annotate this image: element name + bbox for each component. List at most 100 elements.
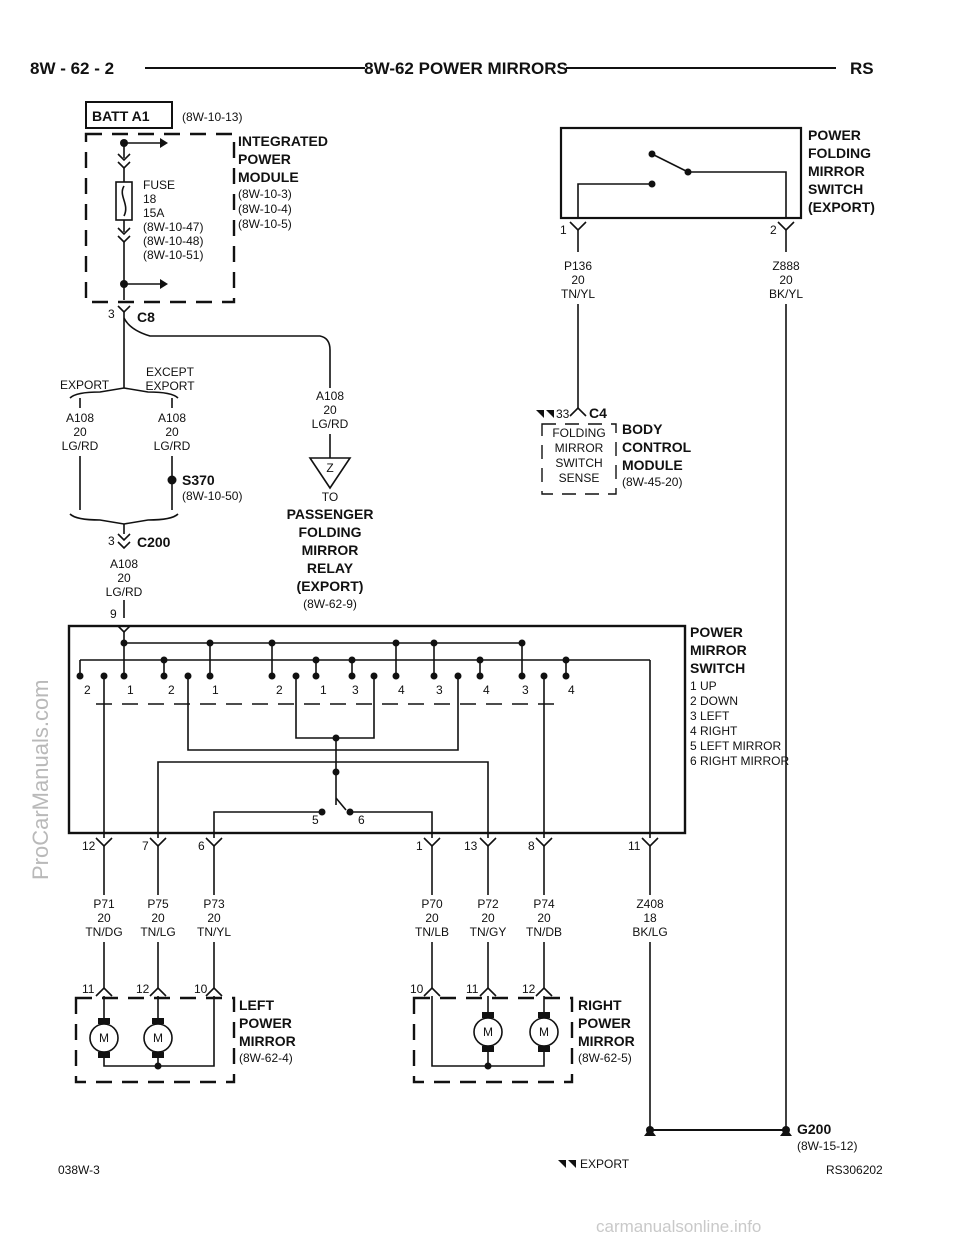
svg-text:TN/YL: TN/YL xyxy=(561,287,595,301)
svg-text:MIRROR: MIRROR xyxy=(239,1033,296,1049)
svg-text:BK/LG: BK/LG xyxy=(632,925,667,939)
wire-a108-mid: A108 20 LG/RD xyxy=(154,411,191,453)
svg-text:20: 20 xyxy=(537,911,551,925)
svg-text:20: 20 xyxy=(425,911,439,925)
svg-text:20: 20 xyxy=(571,273,585,287)
svg-text:(8W-10-48): (8W-10-48) xyxy=(143,234,203,248)
svg-text:Z888: Z888 xyxy=(772,259,800,273)
svg-text:A108: A108 xyxy=(66,411,94,425)
batt-box xyxy=(85,101,173,129)
svg-text:2: 2 xyxy=(276,683,283,697)
header-title: 8W-62 POWER MIRRORS xyxy=(364,59,568,78)
svg-text:20: 20 xyxy=(165,425,179,439)
svg-text:20: 20 xyxy=(207,911,221,925)
svg-text:LG/RD: LG/RD xyxy=(62,439,99,453)
svg-text:M: M xyxy=(99,1031,109,1045)
c200-pin: 3 xyxy=(108,534,115,548)
branch-export: EXPORT xyxy=(60,378,110,392)
svg-text:18: 18 xyxy=(143,192,157,206)
watermark-side: ProCarManuals.com xyxy=(28,679,53,880)
svg-text:BODY: BODY xyxy=(622,421,663,437)
svg-text:11: 11 xyxy=(466,982,479,996)
right-mirror-motor-2: M xyxy=(529,1012,559,1058)
c200-name: C200 xyxy=(137,534,171,550)
c8-name: C8 xyxy=(137,309,155,325)
svg-text:POWER: POWER xyxy=(238,151,291,167)
svg-text:20: 20 xyxy=(481,911,495,925)
bcm-box xyxy=(541,423,617,495)
relay-triangle xyxy=(308,457,352,490)
svg-text:SENSE: SENSE xyxy=(559,471,600,485)
g200-ref: (8W-15-12) xyxy=(797,1139,857,1153)
svg-text:3: 3 xyxy=(436,683,443,697)
svg-text:RELAY: RELAY xyxy=(307,560,354,576)
svg-text:20: 20 xyxy=(97,911,111,925)
svg-text:P75: P75 xyxy=(147,897,169,911)
svg-text:Z408: Z408 xyxy=(636,897,664,911)
svg-text:3 LEFT: 3 LEFT xyxy=(690,709,730,723)
svg-text:POWER: POWER xyxy=(690,624,743,640)
header-page-number: 8W - 62 - 2 xyxy=(30,59,114,78)
svg-text:P70: P70 xyxy=(421,897,443,911)
bcm-title: BODY CONTROL MODULE (8W-45-20) xyxy=(622,421,692,489)
svg-text:MIRROR: MIRROR xyxy=(690,642,747,658)
svg-text:7: 7 xyxy=(142,839,149,853)
svg-text:(8W-62-5): (8W-62-5) xyxy=(578,1051,632,1065)
svg-text:20: 20 xyxy=(779,273,793,287)
svg-text:2: 2 xyxy=(84,683,91,697)
left-mirror-pins: 11 12 10 xyxy=(82,982,223,997)
header-model: RS xyxy=(850,59,874,78)
svg-text:TN/YL: TN/YL xyxy=(197,925,231,939)
svg-text:A108: A108 xyxy=(110,557,138,571)
svg-text:M: M xyxy=(483,1025,493,1039)
svg-text:MODULE: MODULE xyxy=(622,457,683,473)
c8-pin: 3 xyxy=(108,307,115,321)
svg-text:10: 10 xyxy=(194,982,208,996)
svg-text:POWER: POWER xyxy=(578,1015,631,1031)
svg-text:M: M xyxy=(153,1031,163,1045)
pms-legend: 1 UP 2 DOWN 3 LEFT 4 RIGHT 5 LEFT MIRROR… xyxy=(690,679,789,768)
wire-p72: P72 20 TN/GY xyxy=(470,897,507,939)
svg-text:A108: A108 xyxy=(316,389,344,403)
pms-selector-5: 5 xyxy=(312,813,319,827)
svg-text:3: 3 xyxy=(352,683,359,697)
svg-text:TN/DB: TN/DB xyxy=(526,925,562,939)
svg-text:12: 12 xyxy=(82,839,96,853)
svg-text:MIRROR: MIRROR xyxy=(578,1033,635,1049)
svg-text:2: 2 xyxy=(168,683,175,697)
svg-text:SWITCH: SWITCH xyxy=(555,456,602,470)
pms-in-pin: 9 xyxy=(110,607,117,621)
right-mirror-box xyxy=(412,996,574,1084)
left-mirror-box xyxy=(74,996,236,1084)
svg-text:12: 12 xyxy=(522,982,536,996)
svg-text:4: 4 xyxy=(568,683,575,697)
svg-text:P136: P136 xyxy=(564,259,592,273)
footer-right: RS306202 xyxy=(826,1163,883,1177)
relay-symbol: Z xyxy=(326,461,333,475)
svg-text:(8W-10-5): (8W-10-5) xyxy=(238,217,292,231)
pms-selector-6: 6 xyxy=(358,813,365,827)
fuse-label: FUSE 18 15A (8W-10-47) (8W-10-48) (8W-10… xyxy=(143,178,203,262)
wire-z888: Z888 20 BK/YL xyxy=(769,259,803,301)
svg-text:SWITCH: SWITCH xyxy=(690,660,745,676)
svg-text:1: 1 xyxy=(416,839,423,853)
g200-name: G200 xyxy=(797,1121,831,1137)
wire-p71: P71 20 TN/DG xyxy=(85,897,122,939)
svg-text:1: 1 xyxy=(212,683,219,697)
svg-text:LEFT: LEFT xyxy=(239,997,274,1013)
svg-text:6: 6 xyxy=(198,839,205,853)
svg-text:LG/RD: LG/RD xyxy=(106,585,143,599)
watermark-bottom: carmanualsonline.info xyxy=(596,1217,761,1236)
svg-text:5 LEFT MIRROR: 5 LEFT MIRROR xyxy=(690,739,781,753)
s370-name: S370 xyxy=(182,472,215,488)
svg-text:18: 18 xyxy=(643,911,657,925)
svg-text:4 RIGHT: 4 RIGHT xyxy=(690,724,738,738)
right-mirror-title: RIGHT POWER MIRROR (8W-62-5) xyxy=(578,997,635,1065)
svg-text:MODULE: MODULE xyxy=(238,169,299,185)
wire-p73: P73 20 TN/YL xyxy=(197,897,231,939)
wire-p75: P75 20 TN/LG xyxy=(140,897,175,939)
svg-text:SWITCH: SWITCH xyxy=(808,181,863,197)
svg-text:TN/DG: TN/DG xyxy=(85,925,122,939)
wire-p74: P74 20 TN/DB xyxy=(526,897,562,939)
svg-text:2 DOWN: 2 DOWN xyxy=(690,694,738,708)
